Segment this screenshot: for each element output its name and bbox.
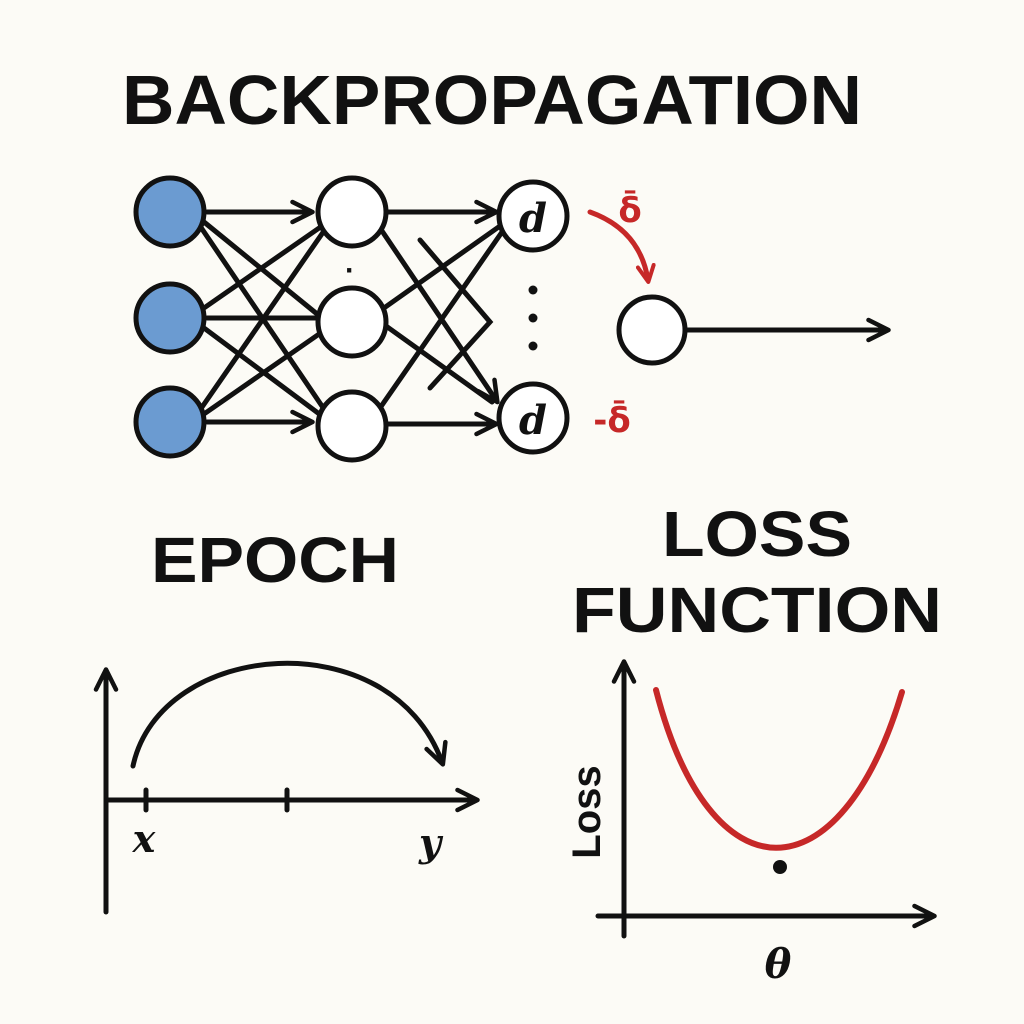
output-node [496, 179, 570, 253]
output-node-label: d [519, 397, 547, 444]
epoch-plot: x y [93, 660, 480, 915]
title-loss: LOSS [662, 498, 852, 570]
output-node-label: d [519, 195, 547, 242]
minimum-point [773, 860, 787, 874]
hidden-node [315, 285, 389, 359]
delta-label-top: δ̄ [618, 189, 641, 231]
title-function: FUNCTION [572, 574, 942, 646]
hidden-layer-dot: · [345, 254, 355, 287]
connections-hidden-output [377, 199, 505, 437]
input-node [133, 281, 207, 355]
loss-plot: Loss θ [565, 659, 937, 988]
vertical-ellipsis [528, 285, 538, 351]
loss-node [616, 294, 688, 366]
connection-line [201, 223, 325, 311]
connection-line [201, 329, 325, 417]
connection-line [197, 225, 329, 413]
ellipsis-dot [528, 341, 538, 351]
input-node [133, 385, 207, 459]
epoch-y-label: y [418, 820, 444, 865]
loss-x-axis-label: θ [765, 941, 792, 988]
neural-network: · d d δ̄ -δ̄ [133, 175, 891, 463]
title-epoch: EPOCH [151, 524, 399, 596]
loss-y-axis-label: Loss [565, 765, 609, 858]
connection-line [377, 225, 500, 405]
epoch-arc-arrow [130, 660, 448, 769]
hidden-node [315, 389, 389, 463]
connection-line [417, 237, 494, 391]
ellipsis-dot [528, 285, 538, 295]
loss-curve [653, 687, 905, 851]
connection-line [377, 229, 505, 411]
epoch-x-label: x [132, 816, 157, 861]
delta-label-bottom: -δ̄ [593, 399, 630, 441]
hidden-node [315, 175, 389, 249]
connections-input-hidden [197, 199, 329, 435]
ellipsis-dot [528, 313, 538, 323]
input-node [133, 175, 207, 249]
title-backpropagation: BACKPROPAGATION [122, 61, 862, 139]
connection-line [383, 323, 495, 405]
gradient-arrow [587, 209, 656, 284]
output-node [496, 381, 570, 455]
